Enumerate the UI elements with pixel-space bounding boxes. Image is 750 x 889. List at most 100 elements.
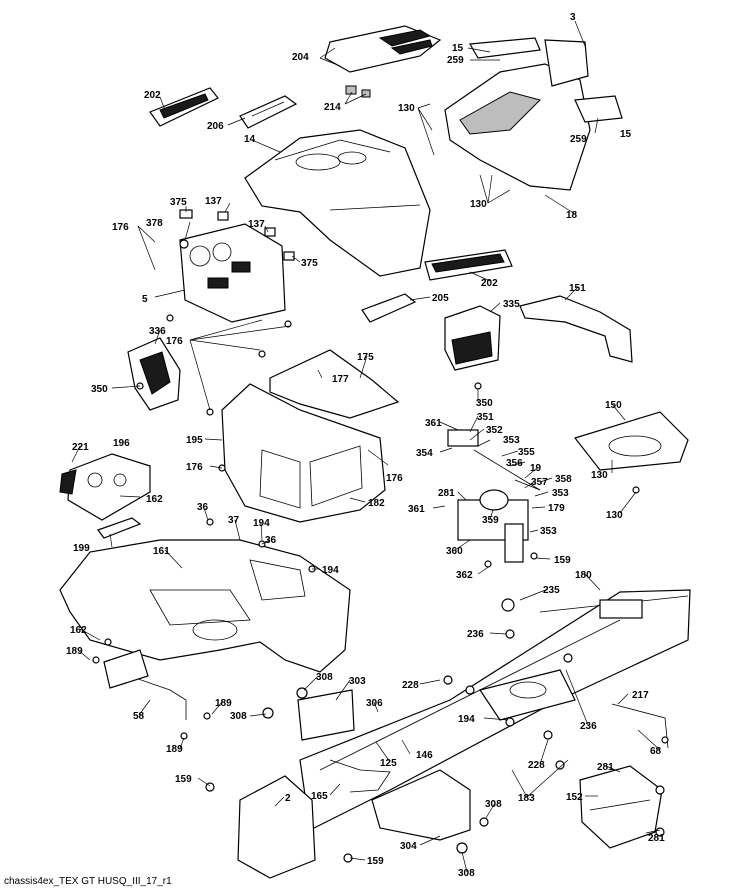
part-199-mat: [97, 517, 142, 539]
callout-354: 354: [416, 448, 433, 459]
callout-14: 14: [244, 134, 256, 145]
callout-361-mid: 361: [408, 504, 425, 515]
callout-2: 2: [285, 793, 291, 804]
callout-199: 199: [73, 543, 90, 554]
callout-176-left: 176: [112, 222, 129, 233]
callout-375-top: 375: [170, 197, 187, 208]
callout-162-left: 162: [70, 625, 87, 636]
part-180-frame: [299, 589, 691, 831]
part-175-bracket: [269, 349, 400, 419]
callout-202-front: 202: [481, 278, 498, 289]
part-hood-side-right: [444, 37, 623, 191]
callout-281-right: 281: [597, 762, 614, 773]
callout-159-low: 159: [367, 856, 384, 867]
callout-36-left: 36: [197, 502, 209, 513]
callout-303: 303: [349, 676, 366, 687]
callout-18: 18: [566, 210, 578, 221]
callout-217: 217: [632, 690, 649, 701]
part-5-dashboard: [179, 223, 286, 323]
callout-228-top: 228: [402, 680, 419, 691]
callout-336: 336: [149, 326, 166, 337]
part-204-top-vent-panel: [324, 25, 442, 73]
callout-182: 182: [368, 498, 385, 509]
callout-176-cowl: 176: [186, 462, 203, 473]
callout-221: 221: [72, 442, 89, 453]
part-151-bracket: [519, 295, 633, 363]
callout-353-top: 353: [503, 435, 520, 446]
callout-204: 204: [292, 52, 309, 63]
part-37-footrest: [59, 539, 351, 673]
part-150-plate: [573, 411, 689, 471]
callout-202-left: 202: [144, 90, 161, 101]
callout-68: 68: [650, 746, 662, 757]
part-165-cable: [329, 759, 391, 793]
callout-358: 358: [555, 474, 572, 485]
part-2-front-bracket: [237, 775, 316, 879]
callout-150: 150: [605, 400, 622, 411]
callout-378: 378: [146, 218, 163, 229]
callout-15-top: 15: [452, 43, 464, 54]
callout-356: 356: [506, 458, 523, 469]
part-217-rod: [611, 703, 669, 749]
callout-146: 146: [416, 750, 433, 761]
callout-130-lower: 130: [606, 510, 623, 521]
callout-281-mid: 281: [438, 488, 455, 499]
part-202-side-grille-left: [149, 87, 219, 127]
callout-15-right: 15: [620, 129, 632, 140]
callout-206: 206: [207, 121, 224, 132]
callout-159-left: 159: [175, 774, 192, 785]
callout-37: 37: [228, 515, 240, 526]
callout-195: 195: [186, 435, 203, 446]
part-202-front-grille: [424, 249, 513, 281]
callout-236-low: 236: [580, 721, 597, 732]
callout-labels: 3 15 204 259 202 214 130 206 15 259 14 1…: [4, 12, 665, 887]
callout-176-right: 176: [386, 473, 403, 484]
callout-194-mid: 194: [322, 565, 339, 576]
callout-375-mid: 375: [301, 258, 318, 269]
callout-130-right: 130: [591, 470, 608, 481]
callout-335: 335: [503, 299, 520, 310]
callout-214: 214: [324, 102, 341, 113]
callout-180: 180: [575, 570, 592, 581]
callout-196: 196: [113, 438, 130, 449]
callout-359: 359: [482, 515, 499, 526]
callout-151: 151: [569, 283, 586, 294]
callout-352: 352: [486, 425, 503, 436]
callout-179: 179: [548, 503, 565, 514]
callout-194-low: 194: [458, 714, 475, 725]
callout-304: 304: [400, 841, 417, 852]
callout-228-low: 228: [528, 760, 545, 771]
callout-189-mid: 189: [215, 698, 232, 709]
callout-162-top: 162: [146, 494, 163, 505]
callout-165: 165: [311, 791, 328, 802]
callout-5: 5: [142, 294, 148, 305]
callout-175: 175: [357, 352, 374, 363]
callout-183: 183: [518, 793, 535, 804]
leader-lines: [71, 20, 661, 873]
callout-159-top: 159: [554, 555, 571, 566]
part-304-bracket: [371, 769, 471, 841]
part-359-solenoid-assembly: [447, 429, 541, 563]
callout-308-top: 308: [316, 672, 333, 683]
callout-137-top: 137: [205, 196, 222, 207]
callout-353-low: 353: [540, 526, 557, 537]
callout-360: 360: [446, 546, 463, 557]
part-214-clip: [345, 85, 371, 98]
callout-350-right: 350: [476, 398, 493, 409]
callout-177: 177: [332, 374, 349, 385]
callout-36-right: 36: [265, 535, 277, 546]
callout-161: 161: [153, 546, 170, 557]
diagram-caption: chassis4ex_TEX GT HUSQ_III_17_r1: [4, 876, 172, 887]
callout-137-mid: 137: [248, 219, 265, 230]
callout-19: 19: [530, 463, 542, 474]
callout-152: 152: [566, 792, 583, 803]
callout-308-bottom: 308: [458, 868, 475, 879]
callout-194-top: 194: [253, 518, 270, 529]
callout-281-low: 281: [648, 833, 665, 844]
callout-353-mid: 353: [552, 488, 569, 499]
callout-308-mid: 308: [230, 711, 247, 722]
part-336-side-grille: [127, 337, 181, 411]
part-58-rod: [103, 649, 187, 720]
fasteners: [92, 314, 669, 863]
